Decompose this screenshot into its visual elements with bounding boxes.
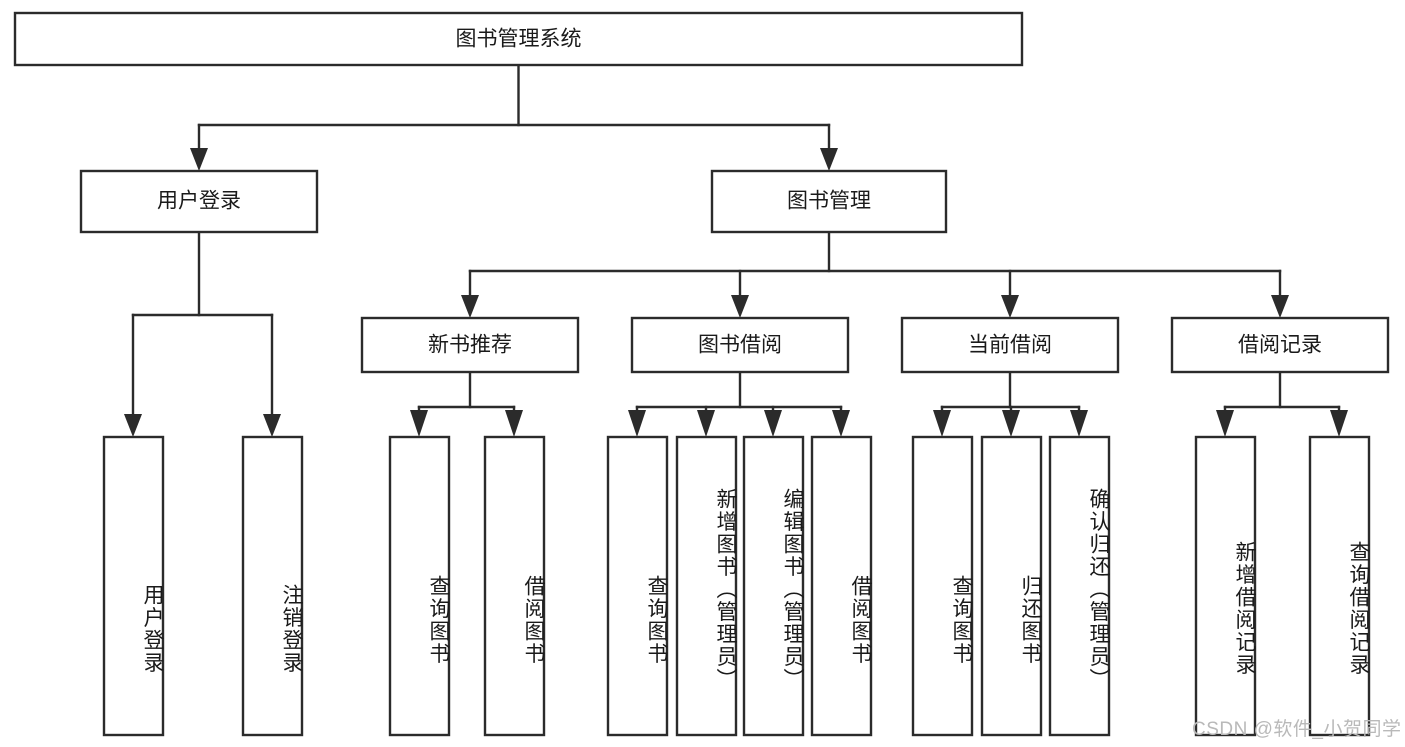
arrow-head-book-borrow bbox=[731, 295, 749, 318]
node-current-borrow[interactable]: 当前借阅 bbox=[900, 316, 1120, 374]
arrow-head-leaf-add-book bbox=[697, 410, 715, 437]
arrow-head-leaf-confirm-return bbox=[1070, 410, 1088, 437]
node-leaf-logout-box[interactable] bbox=[241, 435, 304, 737]
arrow-head-leaf-return-book bbox=[1002, 410, 1020, 437]
node-leaf-query-book-2-box[interactable] bbox=[606, 435, 669, 737]
arrow-head-new-book-recommend bbox=[461, 295, 479, 318]
connector-group-book-manage bbox=[461, 230, 1289, 318]
node-leaf-query-book-3-box[interactable] bbox=[911, 435, 974, 737]
node-book-manage[interactable]: 图书管理 bbox=[710, 169, 948, 234]
arrow-head-leaf-query-book-3 bbox=[933, 410, 951, 437]
arrow-head-leaf-edit-book bbox=[764, 410, 782, 437]
node-leaf-query-borrow-record-box[interactable] bbox=[1308, 435, 1371, 737]
csdn-watermark: CSDN @软件_小贺同学 bbox=[1192, 719, 1402, 740]
node-user-login-box[interactable] bbox=[79, 169, 319, 234]
node-new-book-recommend-box[interactable] bbox=[360, 316, 580, 374]
node-borrow-record-label: 借阅记录 bbox=[1238, 334, 1322, 357]
node-leaf-query-book-1-box[interactable] bbox=[388, 435, 451, 737]
arrow-head-leaf-query-borrow-record bbox=[1330, 410, 1348, 437]
arrow-head-leaf-logout bbox=[263, 414, 281, 437]
node-root-label: 图书管理系统 bbox=[456, 28, 582, 51]
connector-group-new-book-recommend bbox=[410, 370, 523, 437]
node-leaf-add-book-box[interactable] bbox=[675, 435, 738, 737]
node-leaf-edit-book-box[interactable] bbox=[742, 435, 805, 737]
connector-group-root bbox=[190, 63, 838, 171]
node-leaf-borrow-book-1-box[interactable] bbox=[483, 435, 546, 737]
node-book-manage-label: 图书管理 bbox=[787, 190, 871, 213]
node-new-book-recommend-label: 新书推荐 bbox=[428, 334, 512, 357]
node-leaf-borrow-book-2-box[interactable] bbox=[810, 435, 873, 737]
arrow-head-user-login bbox=[190, 148, 208, 171]
arrow-head-leaf-add-borrow-record bbox=[1216, 410, 1234, 437]
node-new-book-recommend[interactable]: 新书推荐 bbox=[360, 316, 580, 374]
arrow-head-book-manage bbox=[820, 148, 838, 171]
node-book-manage-box[interactable] bbox=[710, 169, 948, 234]
connector-group-borrow-record bbox=[1216, 370, 1348, 437]
node-root-box[interactable] bbox=[13, 11, 1024, 67]
node-root[interactable]: 图书管理系统 bbox=[13, 11, 1024, 67]
arrow-head-leaf-query-book-2 bbox=[628, 410, 646, 437]
node-current-borrow-box[interactable] bbox=[900, 316, 1120, 374]
node-current-borrow-label: 当前借阅 bbox=[968, 334, 1052, 357]
connector-group-user-login bbox=[124, 230, 281, 437]
node-leaf-user-login-box[interactable] bbox=[102, 435, 165, 737]
node-borrow-record[interactable]: 借阅记录 bbox=[1170, 316, 1390, 374]
arrow-head-leaf-borrow-book-2 bbox=[832, 410, 850, 437]
node-leaf-add-borrow-record-box[interactable] bbox=[1194, 435, 1257, 737]
node-book-borrow-box[interactable] bbox=[630, 316, 850, 374]
node-borrow-record-box[interactable] bbox=[1170, 316, 1390, 374]
connector-group-book-borrow bbox=[628, 370, 850, 437]
arrow-head-leaf-borrow-book-1 bbox=[505, 410, 523, 437]
arrow-head-leaf-user-login bbox=[124, 414, 142, 437]
arrow-head-borrow-record bbox=[1271, 295, 1289, 318]
node-user-login-label: 用户登录 bbox=[157, 190, 241, 213]
node-leaf-confirm-return-box[interactable] bbox=[1048, 435, 1111, 737]
node-book-borrow-label: 图书借阅 bbox=[698, 334, 782, 357]
node-book-borrow[interactable]: 图书借阅 bbox=[630, 316, 850, 374]
arrow-head-current-borrow bbox=[1001, 295, 1019, 318]
arrow-head-leaf-query-book-1 bbox=[410, 410, 428, 437]
node-user-login[interactable]: 用户登录 bbox=[79, 169, 319, 234]
node-leaf-return-book-box[interactable] bbox=[980, 435, 1043, 737]
connector-group-current-borrow bbox=[933, 370, 1088, 437]
